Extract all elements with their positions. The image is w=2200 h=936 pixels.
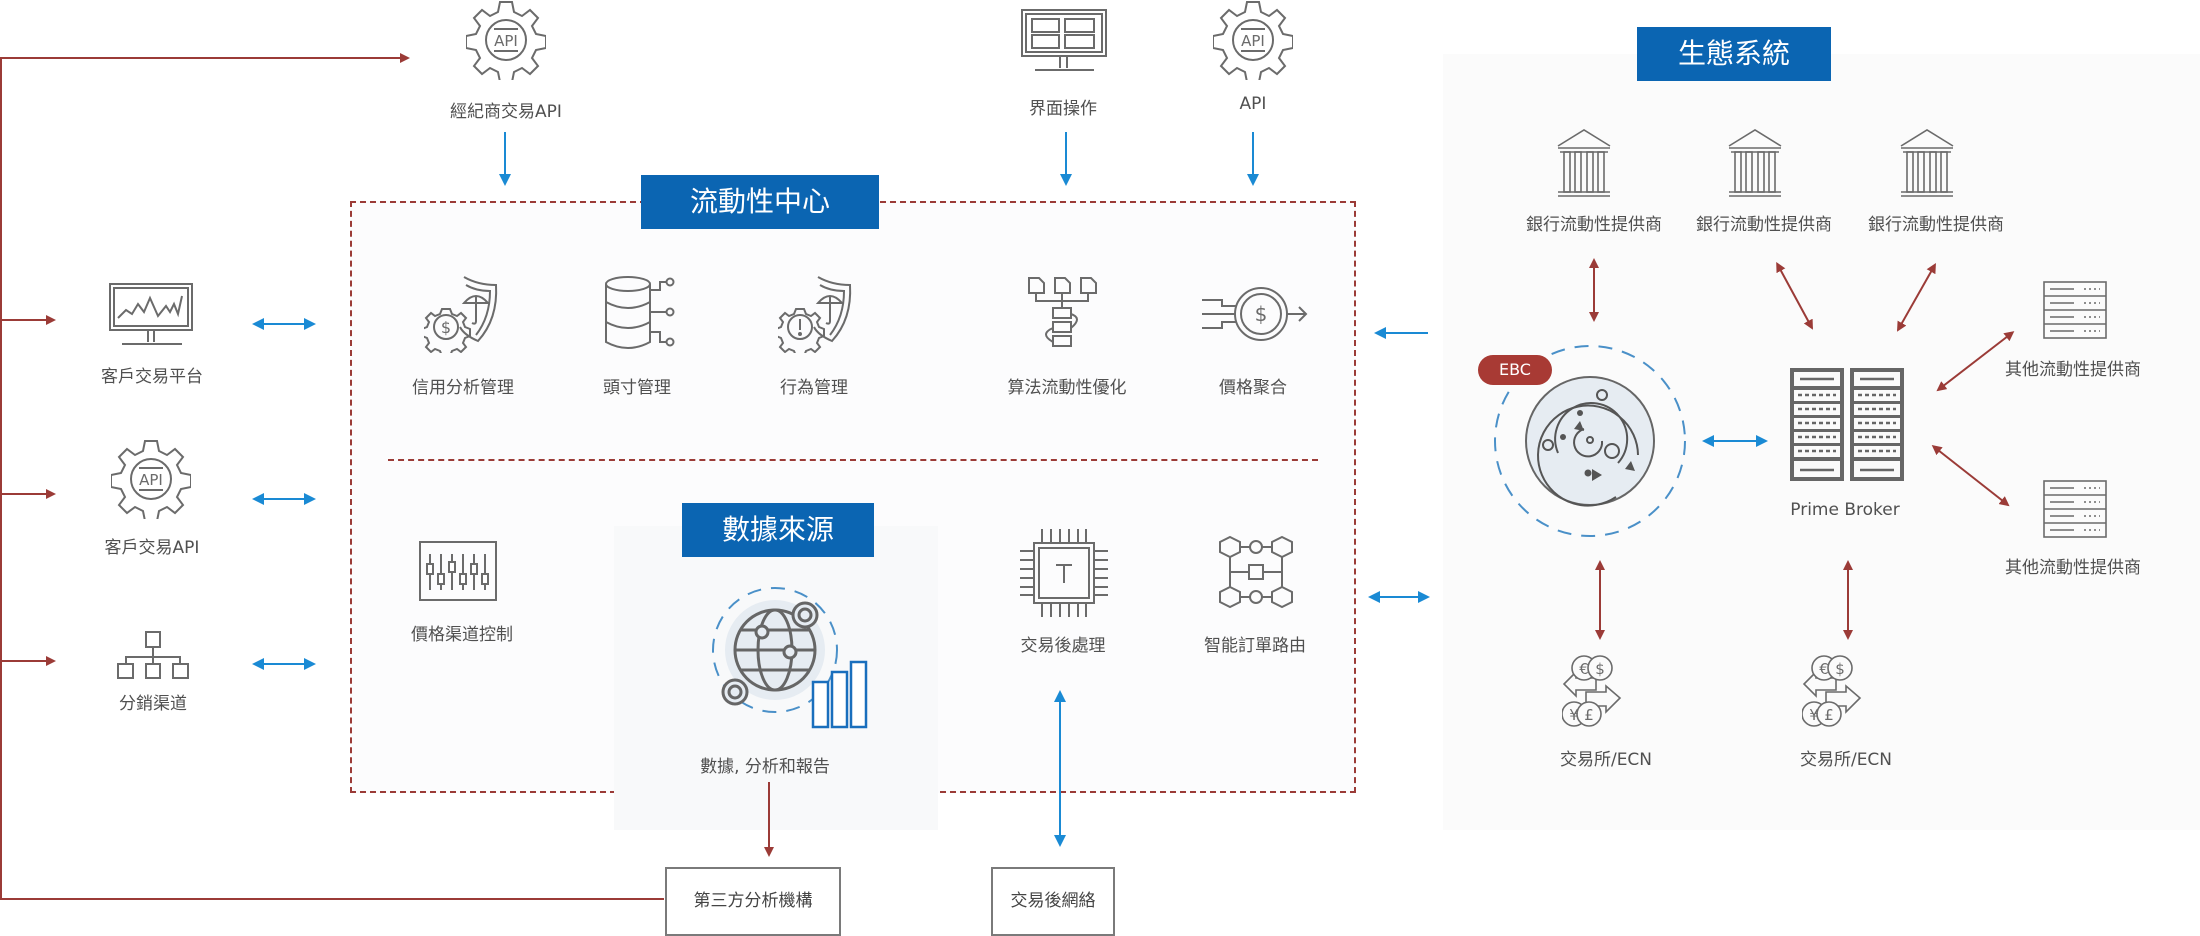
hub-item-label: 交易後處理: [1020, 636, 1106, 656]
ecosystem-red-arrows: [1589, 258, 2015, 640]
hub-item-label: 信用分析管理: [412, 378, 514, 398]
chip-icon: [1020, 529, 1108, 617]
bank-icon: [1900, 129, 1954, 197]
channel-label: 客戶交易API: [104, 538, 200, 558]
currency-exchange-icon: € $ ¥ £: [1802, 655, 1862, 727]
svg-text:$: $: [1835, 660, 1845, 678]
bank-icon: [1557, 129, 1611, 197]
currency-exchange-icon: € $ ¥ £: [1562, 655, 1622, 727]
shield-alert-gear-icon: [778, 276, 852, 353]
svg-text:API: API: [139, 471, 163, 489]
svg-text:$: $: [1255, 302, 1268, 326]
database-icon: [605, 276, 675, 349]
svg-text:API: API: [494, 32, 518, 50]
svg-text:£: £: [1824, 706, 1834, 724]
globe-chart-icon: [712, 587, 868, 729]
top-input-label: 界面操作: [1029, 99, 1097, 119]
hub-item-label: 智能訂單路由: [1204, 636, 1306, 656]
shield-dollar-gear-icon: $: [424, 276, 498, 353]
network-cubes-icon: [1219, 535, 1293, 609]
liquidity-hub-title: 流動性中心: [641, 175, 879, 229]
ebc-orbit-icon: [1494, 345, 1686, 537]
server-icon: [2043, 281, 2107, 339]
sliders-icon: [419, 541, 497, 601]
hub-item-label: 價格聚合: [1219, 378, 1287, 398]
ecosystem-hub-arrows: [1054, 327, 1768, 847]
hub-item-label: 行為管理: [780, 378, 848, 398]
svg-text:€: €: [1819, 660, 1829, 678]
org-chart-icon: [117, 631, 189, 679]
server-icon: [2043, 480, 2107, 538]
exchange-label: 交易所/ECN: [1559, 750, 1653, 770]
output-label: 交易後網絡: [1010, 891, 1096, 911]
svg-text:£: £: [1584, 706, 1594, 724]
other-provider-label: 其他流動性提供商: [2005, 360, 2141, 380]
bank-label: 銀行流動性提供商: [1868, 215, 2004, 235]
algorithm-flow-icon: [1028, 277, 1097, 347]
svg-text:API: API: [1241, 32, 1265, 50]
svg-text:¥: ¥: [1569, 706, 1579, 724]
bank-icon: [1728, 129, 1782, 197]
ecosystem-title: 生態系統: [1637, 27, 1831, 81]
output-post-trade-network[interactable]: 交易後網絡: [991, 867, 1115, 936]
channel-label: 分銷渠道: [119, 694, 187, 714]
data-source-label: 數據, 分析和報告: [700, 757, 830, 777]
feedback-loop-line: [0, 53, 774, 900]
prime-broker-label: Prime Broker: [1790, 500, 1900, 520]
svg-text:$: $: [441, 318, 451, 337]
output-third-party-analytics[interactable]: 第三方分析機構: [665, 867, 841, 936]
api-gear-icon: API: [111, 440, 191, 519]
hub-item-label: 價格渠道控制: [411, 625, 513, 645]
price-aggregation-icon: $: [1202, 287, 1308, 341]
svg-text:$: $: [1595, 660, 1605, 678]
server-rack-icon: [1790, 368, 1904, 481]
data-source-title: 數據來源: [682, 503, 874, 557]
channel-label: 客戶交易平台: [101, 367, 203, 387]
exchange-label: 交易所/ECN: [1799, 750, 1893, 770]
monitor-grid-icon: [1021, 9, 1107, 71]
ebc-badge: EBC: [1478, 355, 1552, 385]
hub-divider: [388, 459, 1318, 461]
other-provider-label: 其他流動性提供商: [2005, 558, 2141, 578]
input-arrows: [499, 132, 1259, 186]
bank-label: 銀行流動性提供商: [1696, 215, 1832, 235]
svg-text:¥: ¥: [1809, 706, 1819, 724]
api-gear-icon: API: [1213, 0, 1293, 80]
hub-item-label: 頭寸管理: [603, 378, 671, 398]
top-input-label: API: [1239, 94, 1267, 114]
trading-monitor-icon: [109, 283, 193, 345]
hub-item-label: 算法流動性優化: [1007, 378, 1127, 398]
output-label: 第三方分析機構: [693, 891, 813, 911]
svg-text:€: €: [1579, 660, 1589, 678]
channel-arrows: [252, 318, 316, 670]
api-gear-icon: API: [466, 0, 546, 80]
top-input-label: 經紀商交易API: [450, 102, 562, 122]
bank-label: 銀行流動性提供商: [1526, 215, 1662, 235]
